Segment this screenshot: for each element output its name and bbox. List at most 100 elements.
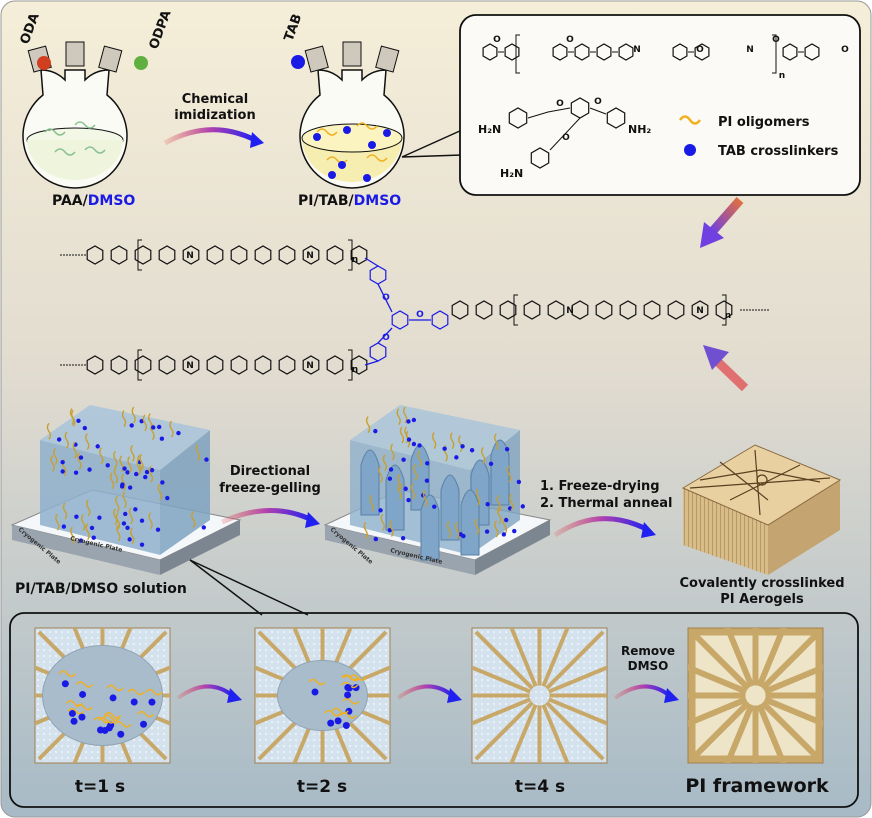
tab-crosslinker (160, 480, 165, 485)
benzene-ring (804, 43, 820, 61)
benzene-ring (667, 300, 685, 320)
arrow-head (250, 132, 264, 148)
pi-oligomer (136, 458, 141, 476)
tab-crosslinker (134, 471, 139, 477)
pi-oligomer (157, 483, 162, 501)
tab-crosslinker (61, 680, 69, 688)
remove-label-2: DMSO (628, 659, 669, 673)
flask2-solvent: DMSO (354, 193, 402, 209)
benzene-ring (672, 43, 688, 61)
tab-crosslinker (469, 448, 475, 453)
tab-crosslinker (129, 423, 134, 428)
pi-oligomer (475, 488, 481, 506)
benzene-ring (530, 147, 550, 169)
zoom-line (189, 559, 309, 616)
benzene-ring (643, 300, 661, 320)
tab-crosslinker (89, 525, 95, 531)
atom-label: N (306, 361, 314, 371)
panel-label-t1: t=1 s (75, 777, 125, 797)
pi-oligomer (449, 432, 455, 450)
step2-line1: Directional (230, 464, 310, 479)
pi-oligomer (169, 420, 174, 438)
atom-label: N (696, 306, 704, 316)
pi-oligomer (75, 703, 93, 711)
tab-crosslinker (109, 694, 117, 702)
odpa-ball (134, 56, 148, 70)
tab-crosslinker (91, 535, 96, 540)
crosslinker-legend-icon (684, 144, 696, 156)
tab-crosslinker (201, 525, 206, 530)
benzene-ring (618, 43, 634, 61)
pi-oligomer (324, 709, 342, 717)
pi-oligomer (378, 465, 383, 483)
tab-crosslinker (512, 528, 517, 534)
atom-label: N (746, 45, 754, 55)
pi-oligomer (122, 491, 127, 509)
pi-oligomer (139, 453, 144, 471)
tab-crosslinker (387, 476, 393, 481)
tab-crosslinker (60, 460, 65, 465)
solution-label: PI/TAB/DMSO solution (15, 581, 187, 597)
pi-oligomer (497, 506, 502, 524)
pi-oligomer (148, 465, 154, 483)
pi-oligomer (496, 495, 502, 512)
benzene-ring (278, 355, 296, 375)
tab-crosslinker (373, 536, 379, 542)
atom-label: O (562, 133, 570, 143)
benzene-ring (134, 245, 152, 265)
pi-oligomer (77, 452, 82, 470)
benzene-ring (475, 300, 493, 320)
pi-walls (688, 628, 823, 763)
tab-crosslinker (121, 521, 127, 526)
tab-crosslinker (56, 437, 62, 442)
benzene-ring (182, 245, 200, 265)
benzene-ring (596, 43, 612, 61)
pi-oligomer (46, 422, 52, 440)
pi-oligomer (417, 450, 422, 468)
nh2-label: NH₂ (628, 123, 651, 136)
pi-oligomer (115, 512, 121, 530)
tab-crosslinker (74, 514, 79, 519)
benzene-ring (110, 245, 128, 265)
benzene-ring (508, 107, 528, 129)
ice-spike (490, 439, 510, 506)
pi-oligomer (142, 414, 148, 432)
tab-crosslinker (122, 466, 127, 471)
atom-label: O (382, 333, 390, 343)
tab-crosslinker (127, 537, 132, 542)
freezing-panel-3 (471, 627, 608, 764)
pi-oligomer (494, 433, 499, 451)
h2n-label: H₂N (478, 123, 501, 136)
tab-crosslinker (151, 425, 156, 430)
pi-oligomer (115, 495, 120, 513)
atom-label: O (382, 293, 390, 303)
pi-walls (472, 628, 607, 763)
pi-oligomer (454, 522, 460, 539)
tab-crosslinker (95, 444, 100, 449)
pi-oligomer (106, 684, 124, 692)
pi-oligomer (431, 432, 437, 450)
pi-walls (255, 628, 390, 763)
pi-oligomer (109, 472, 115, 490)
atom-label: O (841, 45, 849, 55)
bond (527, 107, 607, 151)
step3-line1: 1. Freeze-drying (540, 479, 660, 494)
flask-paa-dmso (22, 41, 128, 189)
benzene-ring (302, 245, 320, 265)
benzene-ring (451, 300, 469, 320)
pi-oligomer (342, 674, 361, 682)
benzene-ring (86, 355, 104, 375)
benzene-ring (606, 107, 626, 129)
process-arrow (176, 684, 235, 700)
tab-crosslinker (432, 504, 437, 509)
pi-oligomer (127, 456, 132, 474)
tab-crosslinker (97, 515, 102, 520)
tab-crosslinker (130, 698, 138, 706)
tab-crosslinker (388, 467, 394, 472)
benzene-ring (182, 355, 200, 375)
tab-crosslinker (520, 504, 525, 509)
tab-crosslinker (403, 486, 408, 491)
atom-label: O (493, 35, 501, 45)
